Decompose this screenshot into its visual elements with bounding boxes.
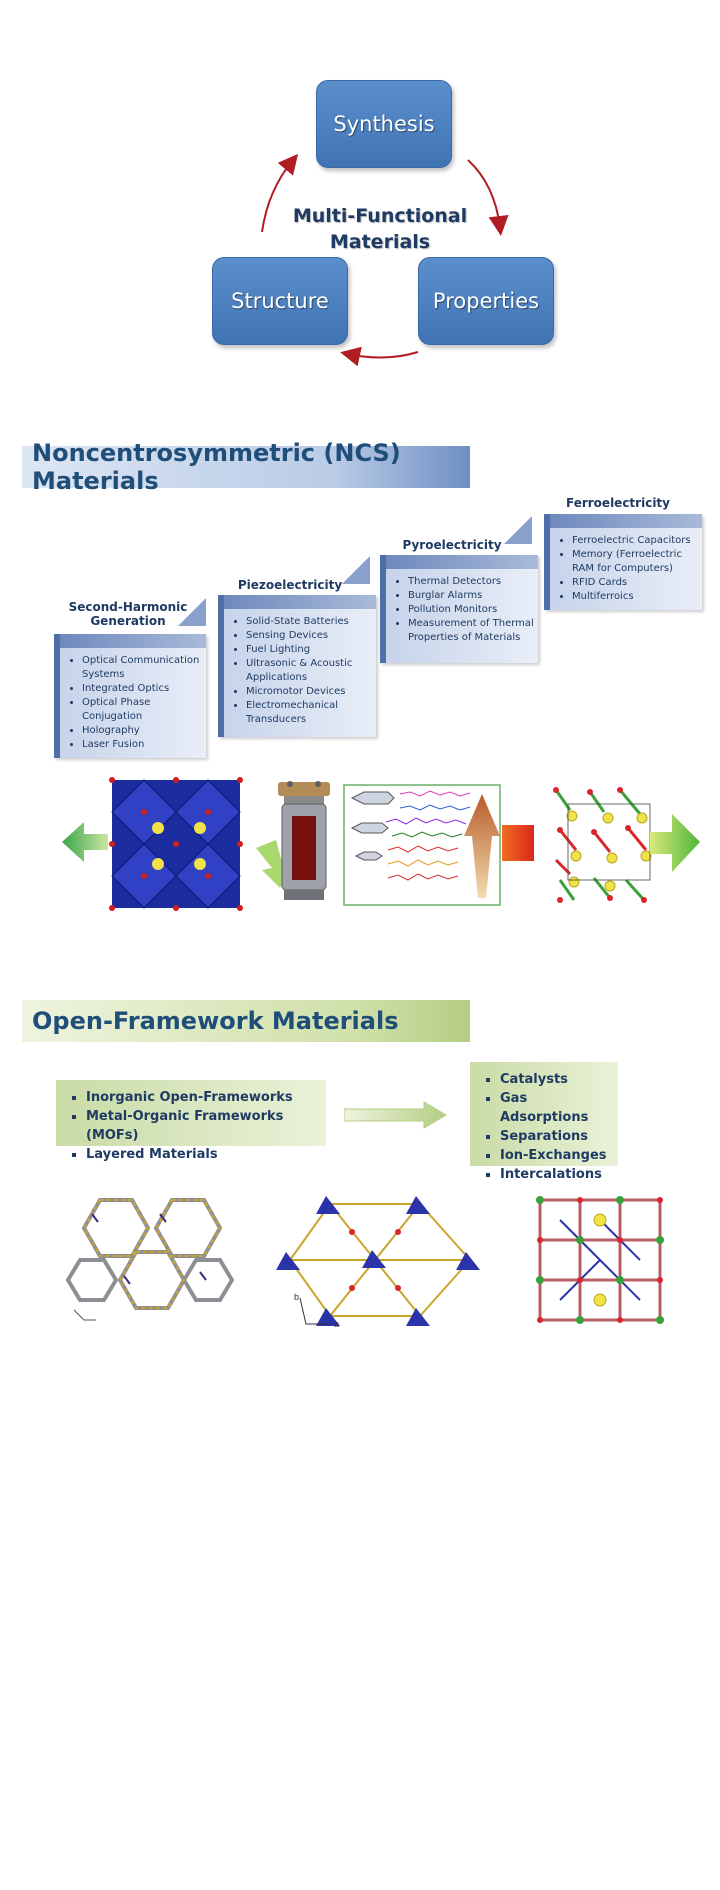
list-item: Sensing Devices [246, 629, 372, 643]
pyro-list: Thermal Detectors Burglar Alarms Polluti… [396, 575, 534, 645]
of-materials-box: Inorganic Open-Frameworks Metal-Organic … [56, 1080, 326, 1162]
pyro-corner [504, 516, 532, 544]
shg-box: Optical Communication Systems Integrated… [54, 634, 206, 758]
piezo-box: Solid-State Batteries Sensing Devices Fu… [218, 595, 376, 737]
list-item: Catalysts [500, 1070, 608, 1089]
shg-bar [60, 634, 206, 648]
list-item: Electromechanical Transducers [246, 699, 372, 727]
left-arrow-icon [62, 822, 108, 862]
list-item: Pollution Monitors [408, 603, 534, 617]
ncs-header: Noncentrosymmetric (NCS) Materials [22, 439, 470, 495]
axis-label-b: b [294, 1292, 299, 1302]
list-item: Holography [82, 724, 202, 738]
list-item: Metal-Organic Frameworks (MOFs) [86, 1107, 316, 1145]
list-item: Optical Communication Systems [82, 654, 202, 682]
pyro-box: Thermal Detectors Burglar Alarms Polluti… [380, 555, 538, 663]
list-item: Separations [500, 1127, 608, 1146]
arrow-synthesis-to-properties [467, 159, 509, 236]
list-item: Ion-Exchanges [500, 1146, 608, 1165]
ferro-list: Ferroelectric Capacitors Memory (Ferroel… [560, 534, 698, 604]
list-item: Layered Materials [86, 1145, 316, 1164]
of-arrow-icon [344, 1101, 447, 1129]
right-arrow-icon [650, 814, 700, 872]
list-item: Micromotor Devices [246, 685, 372, 699]
framework-structures-strip: b a [65, 1196, 664, 1329]
list-item: Optical Phase Conjugation [82, 696, 202, 724]
of-applications-box: Catalysts Gas Adsorptions Separations Io… [470, 1062, 618, 1182]
structure-label: Structure [231, 289, 329, 313]
piezo-bar [224, 595, 376, 609]
list-item: Gas Adsorptions [500, 1089, 608, 1127]
piezo-list: Solid-State Batteries Sensing Devices Fu… [234, 615, 372, 727]
list-item: Memory (Ferroelectric RAM for Computers) [572, 548, 698, 576]
properties-node: Properties [418, 257, 554, 345]
pyro-bar [386, 555, 538, 569]
of-applications-list: Catalysts Gas Adsorptions Separations Io… [470, 1062, 618, 1192]
arrow-properties-to-structure [340, 346, 419, 367]
ncs-header-text: Noncentrosymmetric (NCS) Materials [32, 439, 401, 495]
shg-title: Second-Harmonic Generation [68, 600, 188, 628]
center-title-line1: Multi-Functional [292, 205, 468, 227]
ferro-bar [550, 514, 702, 528]
list-item: RFID Cards [572, 576, 698, 590]
of-header: Open-Framework Materials [22, 1000, 470, 1042]
cycle-center-title: Multi-Functional Materials [290, 203, 470, 255]
list-item: Fuel Lighting [246, 643, 372, 657]
cycle-arrows [261, 153, 509, 367]
orange-block-icon [502, 825, 534, 861]
list-item: Measurement of Thermal Properties of Mat… [408, 617, 534, 645]
properties-label: Properties [432, 289, 540, 313]
arrow-structure-to-synthesis [261, 153, 299, 233]
axis-lines-icon [299, 1297, 330, 1325]
spectra-panel-icon [343, 784, 501, 906]
list-item: Multiferroics [572, 590, 698, 604]
autoclave-icon [278, 781, 330, 900]
shg-corner [178, 598, 206, 626]
mof-network-icon: b a [276, 1196, 480, 1329]
axis-label-a: a [334, 1319, 339, 1329]
synthesis-label: Synthesis [333, 112, 435, 136]
list-item: Burglar Alarms [408, 589, 534, 603]
piezo-corner [342, 556, 370, 584]
shg-list: Optical Communication Systems Integrated… [70, 654, 202, 752]
grid-framework-icon [536, 1196, 664, 1324]
pyro-title: Pyroelectricity [402, 538, 502, 552]
ball-stick-crystal-icon [553, 787, 652, 903]
list-item: Ultrasonic & Acoustic Applications [246, 657, 372, 685]
ferro-box: Ferroelectric Capacitors Memory (Ferroel… [544, 514, 702, 610]
octahedra-lattice-icon [109, 777, 243, 911]
ferro-title: Ferroelectricity [566, 496, 670, 510]
center-title-line2: Materials [329, 231, 431, 253]
list-item: Solid-State Batteries [246, 615, 372, 629]
honeycomb-framework-icon [65, 1198, 235, 1321]
list-item: Intercalations [500, 1165, 608, 1184]
list-item: Ferroelectric Capacitors [572, 534, 698, 548]
list-item: Thermal Detectors [408, 575, 534, 589]
piezo-title: Piezoelectricity [237, 578, 343, 592]
synthesis-node: Synthesis [316, 80, 452, 168]
ncs-illustration-strip [62, 777, 700, 911]
of-header-text: Open-Framework Materials [32, 1007, 399, 1035]
list-item: Integrated Optics [82, 682, 202, 696]
of-materials-list: Inorganic Open-Frameworks Metal-Organic … [56, 1080, 326, 1172]
list-item: Laser Fusion [82, 738, 202, 752]
structure-node: Structure [212, 257, 348, 345]
list-item: Inorganic Open-Frameworks [86, 1088, 316, 1107]
